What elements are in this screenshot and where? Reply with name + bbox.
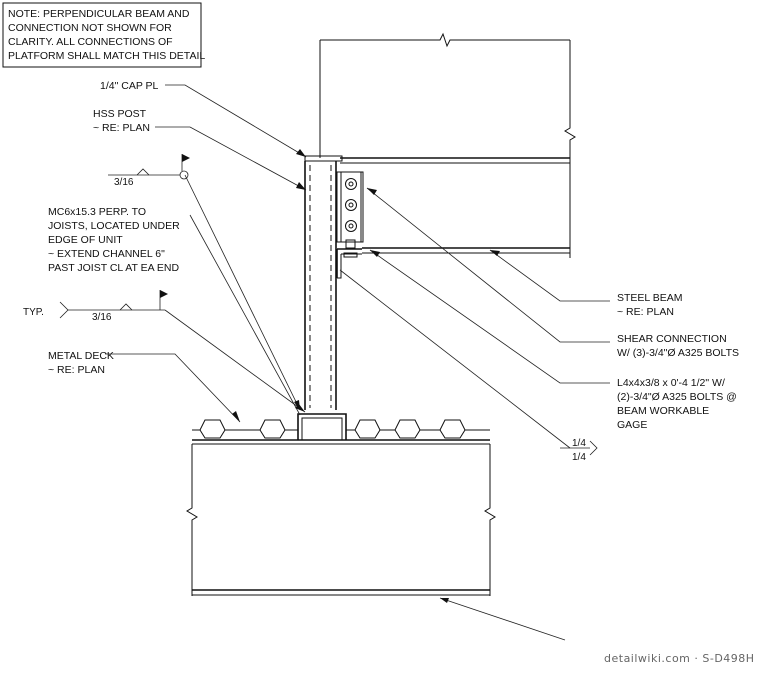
- weld-all-around-icon: [179, 170, 189, 180]
- label-mc-3: EDGE OF UNIT: [48, 234, 123, 246]
- angle-clip: [336, 239, 362, 279]
- note-line-1: NOTE: PERPENDICULAR BEAM AND: [8, 8, 190, 20]
- weld-symbol-post: 3/16: [108, 154, 190, 188]
- weld-typ-label: TYP.: [23, 307, 44, 318]
- label-angle-4: GAGE: [617, 419, 647, 431]
- steel-beam: [340, 157, 570, 254]
- label-beam-2: ~ RE: PLAN: [617, 306, 674, 318]
- weld-size-angle-bottom: 1/4: [572, 452, 586, 463]
- bolt-2-icon: [345, 199, 357, 211]
- label-beam-1: STEEL BEAM: [617, 292, 683, 304]
- bolt-3-icon: [345, 220, 357, 232]
- label-angle-3: BEAM WORKABLE: [617, 405, 709, 417]
- bolt-1-icon: [345, 178, 357, 190]
- leaders-right: [339, 187, 610, 641]
- weld-size-post: 3/16: [114, 177, 134, 188]
- note-box: NOTE: PERPENDICULAR BEAM AND CONNECTION …: [2, 2, 205, 68]
- watermark: detailwiki.com · S-D498H: [604, 652, 755, 665]
- label-shear-1: SHEAR CONNECTION: [617, 333, 727, 345]
- label-mc-5: PAST JOIST CL AT EA END: [48, 262, 180, 274]
- mc-channel: [297, 413, 347, 440]
- note-line-4: PLATFORM SHALL MATCH THIS DETAIL: [8, 50, 205, 62]
- label-mc-2: JOISTS, LOCATED UNDER: [48, 220, 180, 232]
- lower-unit: [186, 444, 496, 596]
- metal-deck: [192, 419, 490, 445]
- label-deck-2: ~ RE: PLAN: [48, 364, 105, 376]
- label-angle-1: L4x4x3/8 x 0'-4 1/2" W/: [617, 377, 725, 389]
- label-hss-post-1: HSS POST: [93, 108, 147, 120]
- weld-symbol-typ: TYP. 3/16: [23, 290, 168, 323]
- label-angle-2: (2)-3/4"Ø A325 BOLTS @: [617, 391, 737, 403]
- label-mc-4: ~ EXTEND CHANNEL 6": [48, 248, 165, 260]
- note-line-2: CONNECTION NOT SHOWN FOR: [8, 22, 172, 34]
- labels-right: STEEL BEAM ~ RE: PLAN SHEAR CONNECTION W…: [617, 292, 739, 431]
- weld-size-typ: 3/16: [92, 312, 112, 323]
- note-line-3: CLARITY. ALL CONNECTIONS OF: [8, 36, 173, 48]
- labels-left: 1/4" CAP PL HSS POST ~ RE: PLAN MC6x15.3…: [48, 80, 180, 376]
- cap-plate: [304, 155, 343, 162]
- label-deck-1: METAL DECK: [48, 350, 114, 362]
- hss-post: [304, 161, 337, 410]
- label-hss-post-2: ~ RE: PLAN: [93, 122, 150, 134]
- weld-size-angle-top: 1/4: [572, 438, 586, 449]
- shear-plate: [336, 171, 364, 243]
- weld-symbol-angle: 1/4 1/4: [560, 438, 598, 463]
- label-cap-plate: 1/4" CAP PL: [100, 80, 159, 92]
- label-mc-1: MC6x15.3 PERP. TO: [48, 206, 146, 218]
- leaders-left: [105, 84, 307, 423]
- upper-unit: [319, 32, 576, 258]
- label-shear-2: W/ (3)-3/4"Ø A325 BOLTS: [617, 347, 739, 359]
